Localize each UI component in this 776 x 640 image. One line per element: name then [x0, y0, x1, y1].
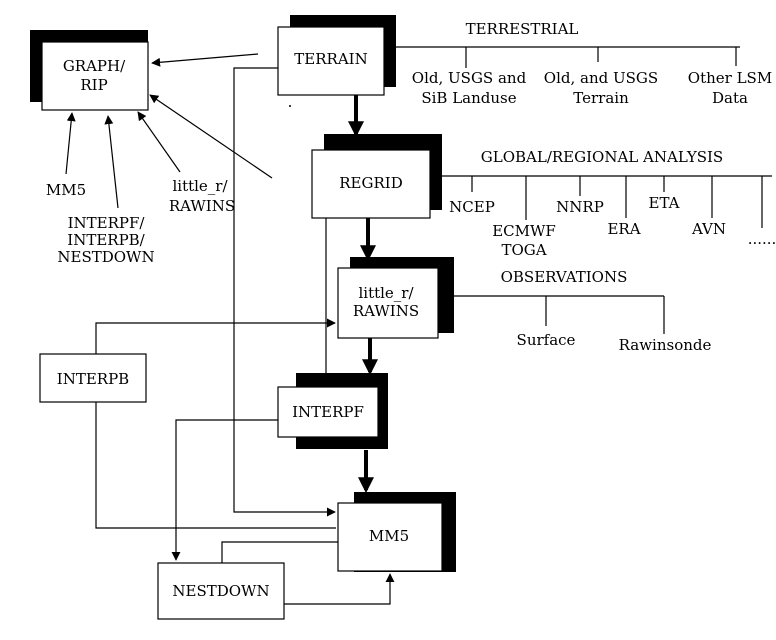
arrow-interp-graph [104, 115, 119, 209]
mm5-label: MM5 [369, 527, 409, 545]
little-r-label-2: RAWINS [353, 302, 419, 320]
arrow-mm5-graph [65, 112, 76, 175]
graph-input-interp-2: INTERPB/ [67, 231, 145, 249]
terrestrial-item-2-line-2: Terrain [573, 89, 629, 107]
arrow-little-r-graph [137, 111, 181, 173]
line-terrain-mm5 [233, 67, 336, 517]
line-mm5-nestdown [221, 541, 338, 563]
line-nestdown-mm5 [284, 573, 395, 605]
obs-item-rawinsonde: Rawinsonde [619, 336, 712, 354]
nestdown-label: NESTDOWN [172, 582, 269, 600]
arrow-terrain-graph [151, 53, 259, 67]
arrow-regrid-graph [149, 94, 273, 179]
global-item-toga: TOGA [501, 241, 546, 259]
graph-input-little-r-1: little_r/ [172, 177, 228, 195]
global-item-era: ERA [607, 220, 640, 238]
graph-rip-label-2: RIP [80, 76, 107, 94]
global-item-more: ...... [748, 230, 776, 248]
terrestrial-item-1-line-1: Old, USGS and [412, 69, 527, 87]
little-r-label-1: little_r/ [358, 284, 414, 302]
global-item-avn: AVN [691, 220, 726, 238]
terrain-label: TERRAIN [294, 50, 367, 68]
graph-input-interp-1: INTERPF/ [68, 214, 146, 232]
graph-rip-box: GRAPH/ RIP [30, 30, 149, 111]
interpf-box: INTERPF [277, 373, 388, 449]
terrestrial-title: TERRESTRIAL [466, 20, 579, 38]
global-item-nnrp: NNRP [556, 198, 604, 216]
small-dot [289, 105, 291, 107]
little-r-box: little_r/ RAWINS [337, 257, 454, 339]
global-item-ncep: NCEP [449, 198, 495, 216]
graph-input-little-r-2: RAWINS [169, 197, 235, 215]
mm5-box: MM5 [337, 492, 456, 572]
global-analysis-group: GLOBAL/REGIONAL ANALYSIS NCEP ECMWF TOGA… [442, 148, 776, 259]
observations-group: OBSERVATIONS Surface Rawinsonde [454, 268, 711, 354]
line-interpb-mm5 [95, 402, 336, 529]
nestdown-box: NESTDOWN [157, 562, 285, 620]
line-interpb-little-r [95, 318, 336, 354]
terrestrial-item-3-line-1: Other LSM [688, 69, 772, 87]
interpb-label: INTERPB [57, 370, 129, 388]
terrestrial-item-2-line-1: Old, and USGS [544, 69, 658, 87]
graph-rip-label-1: GRAPH/ [63, 57, 126, 75]
observations-title: OBSERVATIONS [501, 268, 628, 286]
terrestrial-item-1-line-2: SiB Landuse [421, 89, 516, 107]
global-item-ecmwf: ECMWF [492, 222, 556, 240]
global-analysis-title: GLOBAL/REGIONAL ANALYSIS [481, 148, 723, 166]
interpb-box: INTERPB [39, 353, 147, 403]
graph-input-interp-3: NESTDOWN [57, 248, 154, 266]
global-item-eta: ETA [649, 194, 680, 212]
regrid-box: REGRID [311, 134, 442, 219]
interpf-label: INTERPF [292, 403, 364, 421]
line-interpf-nestdown [171, 419, 278, 561]
graph-input-mm5: MM5 [46, 181, 86, 199]
terrestrial-group: TERRESTRIAL Old, USGS and SiB Landuse Ol… [396, 20, 772, 107]
terrain-box: TERRAIN [277, 15, 396, 96]
regrid-label: REGRID [339, 174, 402, 192]
terrestrial-item-3-line-2: Data [712, 89, 748, 107]
obs-item-surface: Surface [517, 331, 576, 349]
